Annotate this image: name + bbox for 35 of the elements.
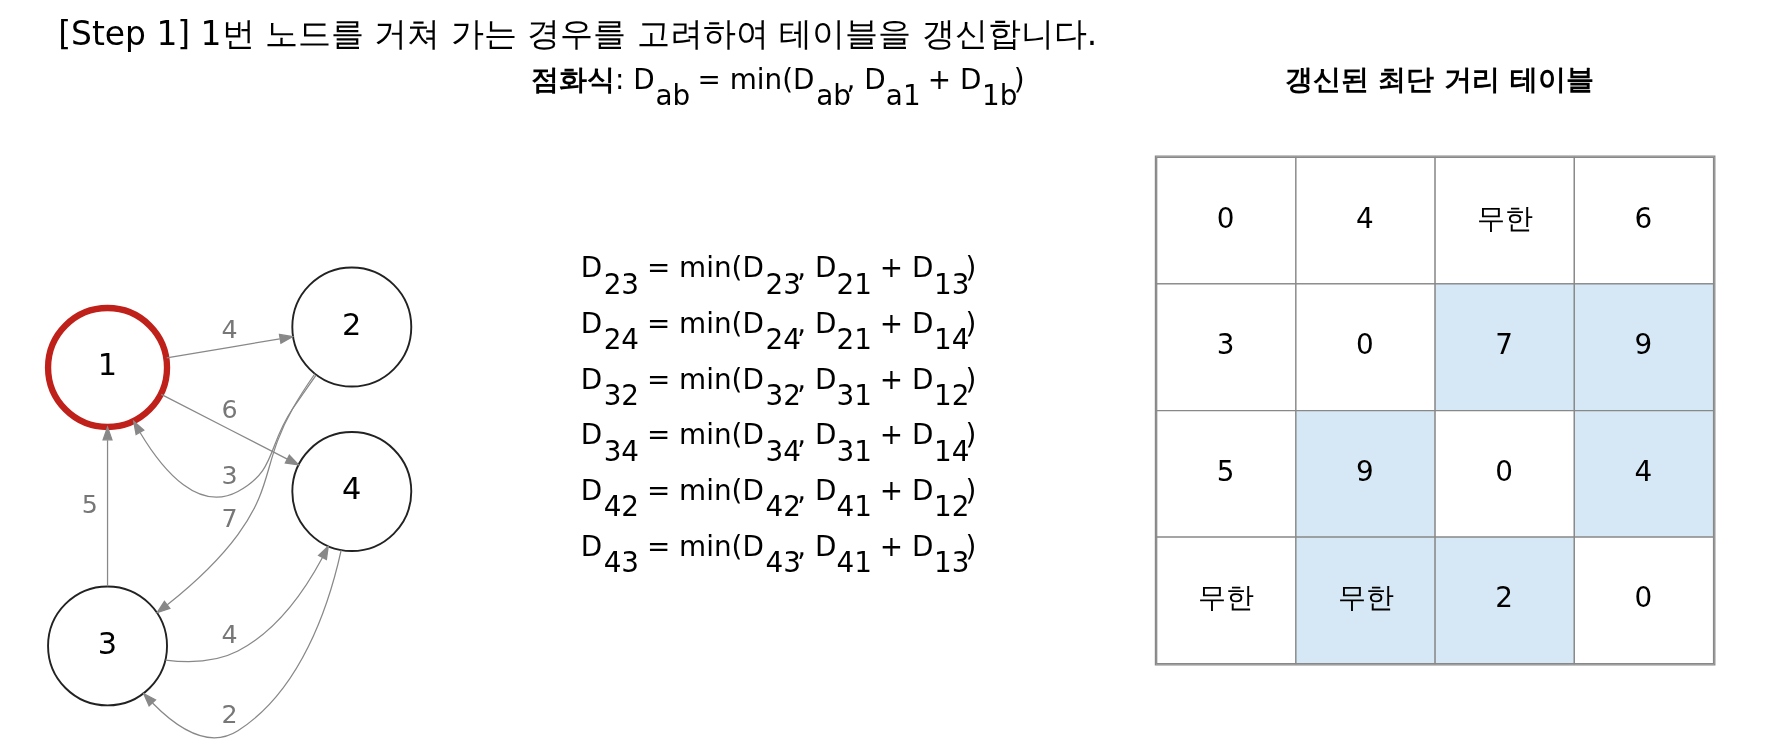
arrow: [102, 425, 113, 587]
label: 갱신된 최단 거리 테이블: [1284, 62, 1594, 96]
label: 9: [1356, 454, 1374, 488]
label: 무한: [1198, 581, 1255, 615]
label: 6: [1634, 201, 1653, 235]
label: 2: [1495, 581, 1513, 615]
label: 4: [1634, 454, 1653, 488]
arrow: [166, 333, 295, 359]
label: 3: [1216, 328, 1235, 362]
label: 0: [1634, 581, 1653, 615]
edge-label: 2: [221, 700, 238, 730]
label: 7: [1495, 328, 1513, 362]
arrow: [164, 544, 330, 663]
node-circle: 4: [291, 431, 413, 552]
node-circle: 2: [291, 266, 413, 388]
edge-label: 5: [81, 490, 98, 520]
label: 무한: [1476, 201, 1533, 235]
node-circle: 1: [44, 304, 171, 431]
label: 0: [1495, 454, 1513, 488]
edge-label: 3: [221, 460, 238, 490]
label: 무한: [1337, 581, 1394, 615]
edge-label: 7: [221, 503, 238, 533]
label: 4: [1356, 201, 1374, 235]
label: 0: [1216, 201, 1235, 235]
arrow: [155, 373, 316, 614]
arrow: [160, 393, 301, 466]
edge-label: 4: [221, 315, 238, 345]
label: 0: [1356, 328, 1374, 362]
edge-label: 4: [221, 620, 238, 650]
arrow: [142, 549, 342, 739]
edge-label: 6: [221, 395, 238, 425]
diagram-title: [Step 1] 1번 노드를 거쳐 가는 경우를 고려하여 테이블을 갱신합니다.: [58, 13, 1098, 53]
arrow: [132, 374, 317, 498]
label: 5: [1216, 454, 1235, 488]
label: 9: [1634, 328, 1653, 362]
